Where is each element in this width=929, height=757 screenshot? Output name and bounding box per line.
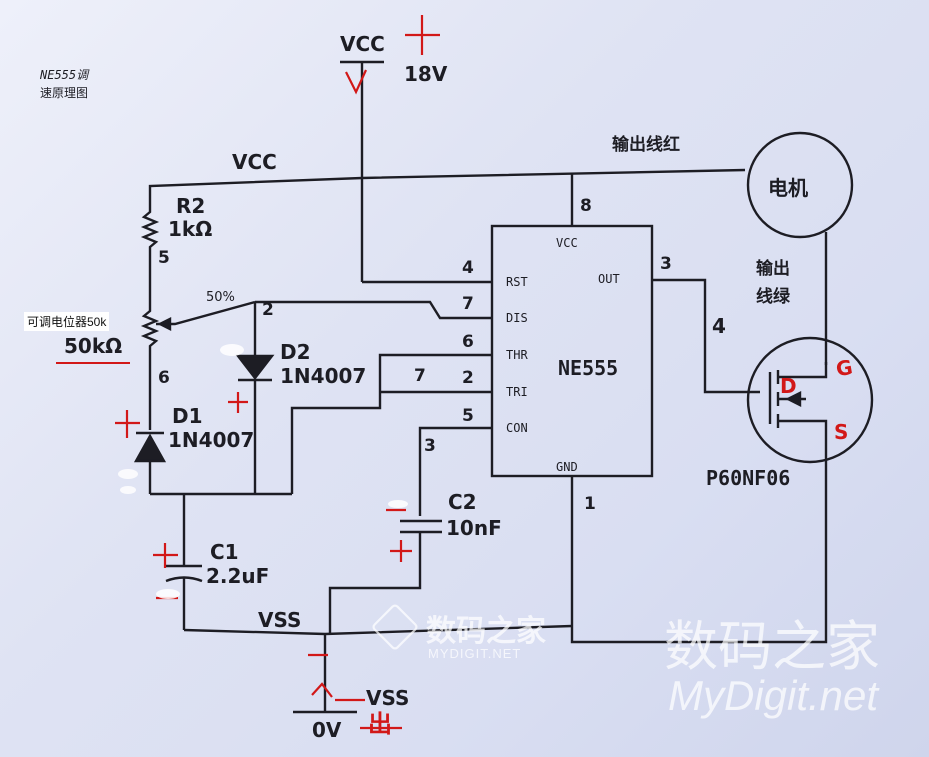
watermark-cn: 数码之家 xyxy=(664,617,880,677)
mosfet-part-label: P60NF06 xyxy=(706,466,791,490)
node-2-label: 2 xyxy=(262,300,274,320)
pin-5-number: 5 xyxy=(462,406,474,426)
red-mark-chu: 出 xyxy=(368,710,392,738)
diagram-title-line2: 速原理图 xyxy=(40,86,89,100)
vss-bottom-label: VSS xyxy=(366,686,410,710)
output-green-label-1: 输出 xyxy=(756,259,790,279)
node-5-label: 5 xyxy=(158,248,170,268)
red-mark-s: S xyxy=(834,420,849,444)
ic-pin-thr: THR xyxy=(506,348,528,362)
ic-pin-con: CON xyxy=(506,421,528,435)
zero-volt-label: 0V xyxy=(312,718,342,742)
pin-7-number: 7 xyxy=(462,294,474,314)
output-red-label: 输出线红 xyxy=(612,135,680,155)
pot-annotation: 可调电位器50k xyxy=(24,312,110,331)
vcc-voltage-label: 18V xyxy=(404,62,448,86)
pin-2-number: 2 xyxy=(462,368,474,388)
watermark-small-cn: 数码之家 xyxy=(426,615,546,648)
motor-label: 电机 xyxy=(768,176,808,200)
pin-6-number: 6 xyxy=(462,332,474,352)
d2-part-label: 1N4007 xyxy=(280,364,367,388)
pin-3-number: 3 xyxy=(660,254,672,274)
vcc-top-label: VCC xyxy=(340,32,385,56)
pin-8-number: 8 xyxy=(580,196,592,216)
ic-pin-out: OUT xyxy=(598,272,620,286)
c2-name-label: C2 xyxy=(448,490,477,514)
ic-name-label: NE555 xyxy=(558,356,619,380)
ic-pin-vcc: VCC xyxy=(556,236,578,250)
node-7b-label: 7 xyxy=(414,366,426,386)
vss-rail-label: VSS xyxy=(258,608,302,632)
r2-name-label: R2 xyxy=(176,194,206,218)
d2-name-label: D2 xyxy=(280,340,311,364)
pin-4-number: 4 xyxy=(462,258,474,278)
ic-pin-tri: TRI xyxy=(506,385,528,399)
output-green-label-2: 线绿 xyxy=(756,287,790,307)
d1-part-label: 1N4007 xyxy=(168,428,255,452)
r2-value-label: 1kΩ xyxy=(168,217,213,241)
red-mark-d: D xyxy=(780,374,797,398)
c2-value-label: 10nF xyxy=(446,516,502,540)
vcc-rail-label: VCC xyxy=(232,150,277,174)
watermark-en: MyDigit.net xyxy=(668,672,879,719)
ic-pin-rst: RST xyxy=(506,275,528,289)
pot-value-label: 50kΩ xyxy=(64,334,123,358)
node-3b-label: 3 xyxy=(424,436,436,456)
ic-pin-gnd: GND xyxy=(556,460,578,474)
c1-name-label: C1 xyxy=(210,540,239,564)
d1-name-label: D1 xyxy=(172,404,203,428)
watermark-small-en: MYDIGIT.NET xyxy=(428,646,522,661)
pin-1-number: 1 xyxy=(584,494,596,514)
gate-node-number: 4 xyxy=(712,314,726,338)
diagram-title-line1: NE555调 xyxy=(40,68,89,82)
pot-underline xyxy=(56,362,130,364)
c1-value-label: 2.2uF xyxy=(206,564,270,588)
node-6-label: 6 xyxy=(158,368,170,388)
pot-percent-label: 50% xyxy=(206,290,235,305)
ic-pin-dis: DIS xyxy=(506,311,528,325)
